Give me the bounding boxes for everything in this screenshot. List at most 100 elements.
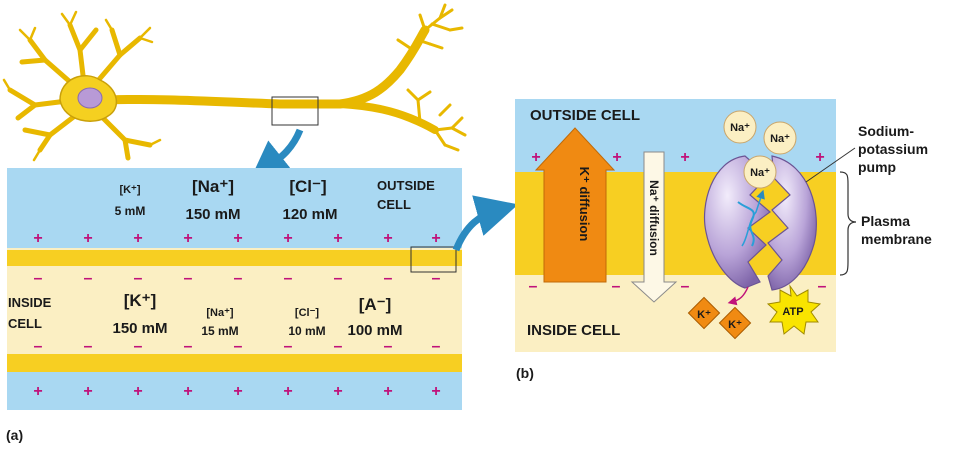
- k-diffusion-label: K⁺ diffusion: [577, 167, 592, 242]
- outside-na-label: [Na⁺]: [192, 177, 234, 196]
- pump-label-1: Sodium-: [858, 123, 914, 139]
- inside-cl-conc: 10 mM: [288, 324, 325, 338]
- outside-na-conc: 150 mM: [185, 206, 240, 223]
- svg-text:Na⁺: Na⁺: [750, 167, 770, 179]
- plus-row-outside: + + + + + + + + +: [33, 230, 440, 247]
- svg-text:–: –: [818, 278, 827, 295]
- membrane-label-1: Plasma: [861, 213, 910, 229]
- neuron-drawing: [2, 3, 467, 162]
- svg-text:+: +: [612, 149, 621, 166]
- svg-text:Na⁺: Na⁺: [730, 122, 750, 134]
- svg-text:+: +: [815, 149, 824, 166]
- svg-text:–: –: [529, 278, 538, 295]
- svg-text:+: +: [680, 149, 689, 166]
- k-ion-1: K⁺: [687, 296, 721, 330]
- outside-k-conc: 5 mM: [115, 204, 146, 218]
- svg-text:+: +: [431, 383, 440, 400]
- svg-text:–: –: [234, 338, 243, 355]
- callout-arrow-b: [452, 195, 519, 252]
- membrane-bracket: [839, 171, 857, 276]
- panel-a: [7, 168, 462, 410]
- panel-b-label: (b): [516, 365, 534, 381]
- svg-text:+: +: [133, 383, 142, 400]
- svg-text:–: –: [432, 270, 441, 287]
- inside-cell-label-b: INSIDE CELL: [527, 322, 620, 339]
- svg-text:–: –: [612, 278, 621, 295]
- svg-text:–: –: [334, 338, 343, 355]
- svg-text:–: –: [334, 270, 343, 287]
- svg-text:–: –: [234, 270, 243, 287]
- svg-text:+: +: [283, 383, 292, 400]
- na-diffusion-arrow: [630, 151, 678, 303]
- outside-k-label: [K⁺]: [119, 184, 140, 196]
- plus-row-outside-bottom: + + + + + + + + +: [33, 383, 440, 400]
- svg-text:+: +: [83, 230, 92, 247]
- svg-text:+: +: [183, 383, 192, 400]
- svg-text:Na⁺: Na⁺: [770, 133, 790, 145]
- zoom-box-membrane: [410, 246, 457, 273]
- na-diffusion-label: Na⁺ diffusion: [647, 180, 661, 256]
- outside-cl-label: [Cl⁻]: [289, 177, 326, 196]
- k-diffusion-arrow: [534, 127, 616, 283]
- panel-a-label: (a): [6, 427, 23, 443]
- sodium-potassium-pump: [703, 155, 817, 291]
- na-ion-3: Na⁺: [743, 155, 777, 189]
- svg-text:–: –: [384, 338, 393, 355]
- svg-text:+: +: [333, 383, 342, 400]
- svg-text:+: +: [133, 230, 142, 247]
- svg-text:–: –: [134, 270, 143, 287]
- svg-text:+: +: [33, 383, 42, 400]
- outside-cell-label-b: OUTSIDE CELL: [530, 107, 640, 124]
- inside-cl-label: [Cl⁻]: [295, 307, 319, 319]
- svg-text:–: –: [184, 270, 193, 287]
- svg-text:+: +: [33, 230, 42, 247]
- svg-text:–: –: [84, 338, 93, 355]
- outside-cell-label-1: OUTSIDE: [377, 178, 435, 193]
- svg-text:–: –: [84, 270, 93, 287]
- svg-text:+: +: [383, 230, 392, 247]
- svg-text:+: +: [233, 230, 242, 247]
- svg-text:+: +: [283, 230, 292, 247]
- svg-text:+: +: [83, 383, 92, 400]
- minus-row-inside-top: – – – – – – – – –: [34, 270, 441, 287]
- minus-row-b: – – – –: [529, 278, 827, 295]
- inside-cell-label-2: CELL: [8, 316, 42, 331]
- zoom-box-axon: [271, 96, 319, 126]
- nucleus: [77, 87, 103, 109]
- inside-a-conc: 100 mM: [347, 322, 402, 339]
- outside-cl-conc: 120 mM: [282, 206, 337, 223]
- svg-text:+: +: [333, 230, 342, 247]
- svg-text:–: –: [284, 338, 293, 355]
- inside-cell-label-1: INSIDE: [8, 295, 52, 310]
- svg-text:–: –: [184, 338, 193, 355]
- inside-na-label: [Na⁺]: [206, 307, 234, 319]
- plus-row-b: + + + +: [531, 149, 824, 166]
- inside-k-conc: 150 mM: [112, 320, 167, 337]
- svg-text:–: –: [34, 270, 43, 287]
- inside-a-label: [A⁻]: [359, 295, 392, 314]
- svg-text:+: +: [233, 383, 242, 400]
- inside-na-conc: 15 mM: [201, 324, 238, 338]
- svg-text:–: –: [134, 338, 143, 355]
- svg-text:–: –: [681, 278, 690, 295]
- svg-text:–: –: [384, 270, 393, 287]
- svg-text:+: +: [383, 383, 392, 400]
- svg-text:ATP: ATP: [782, 306, 803, 318]
- svg-text:+: +: [183, 230, 192, 247]
- na-ion-1: Na⁺: [723, 110, 757, 144]
- svg-text:K⁺: K⁺: [728, 319, 742, 331]
- svg-text:–: –: [284, 270, 293, 287]
- minus-row-inside-bottom: – – – – – – – – –: [34, 338, 441, 355]
- pump-label-3: pump: [858, 159, 896, 175]
- membrane-label-2: membrane: [861, 231, 932, 247]
- k-ion-2: K⁺: [718, 306, 752, 340]
- callout-arrow-a: [248, 128, 304, 184]
- svg-text:+: +: [431, 230, 440, 247]
- svg-text:+: +: [531, 149, 540, 166]
- atp-burst: ATP: [766, 284, 822, 335]
- outside-cell-label-2: CELL: [377, 197, 411, 212]
- inside-k-label: [K⁺]: [124, 291, 157, 310]
- svg-text:–: –: [432, 338, 441, 355]
- svg-text:K⁺: K⁺: [697, 309, 711, 321]
